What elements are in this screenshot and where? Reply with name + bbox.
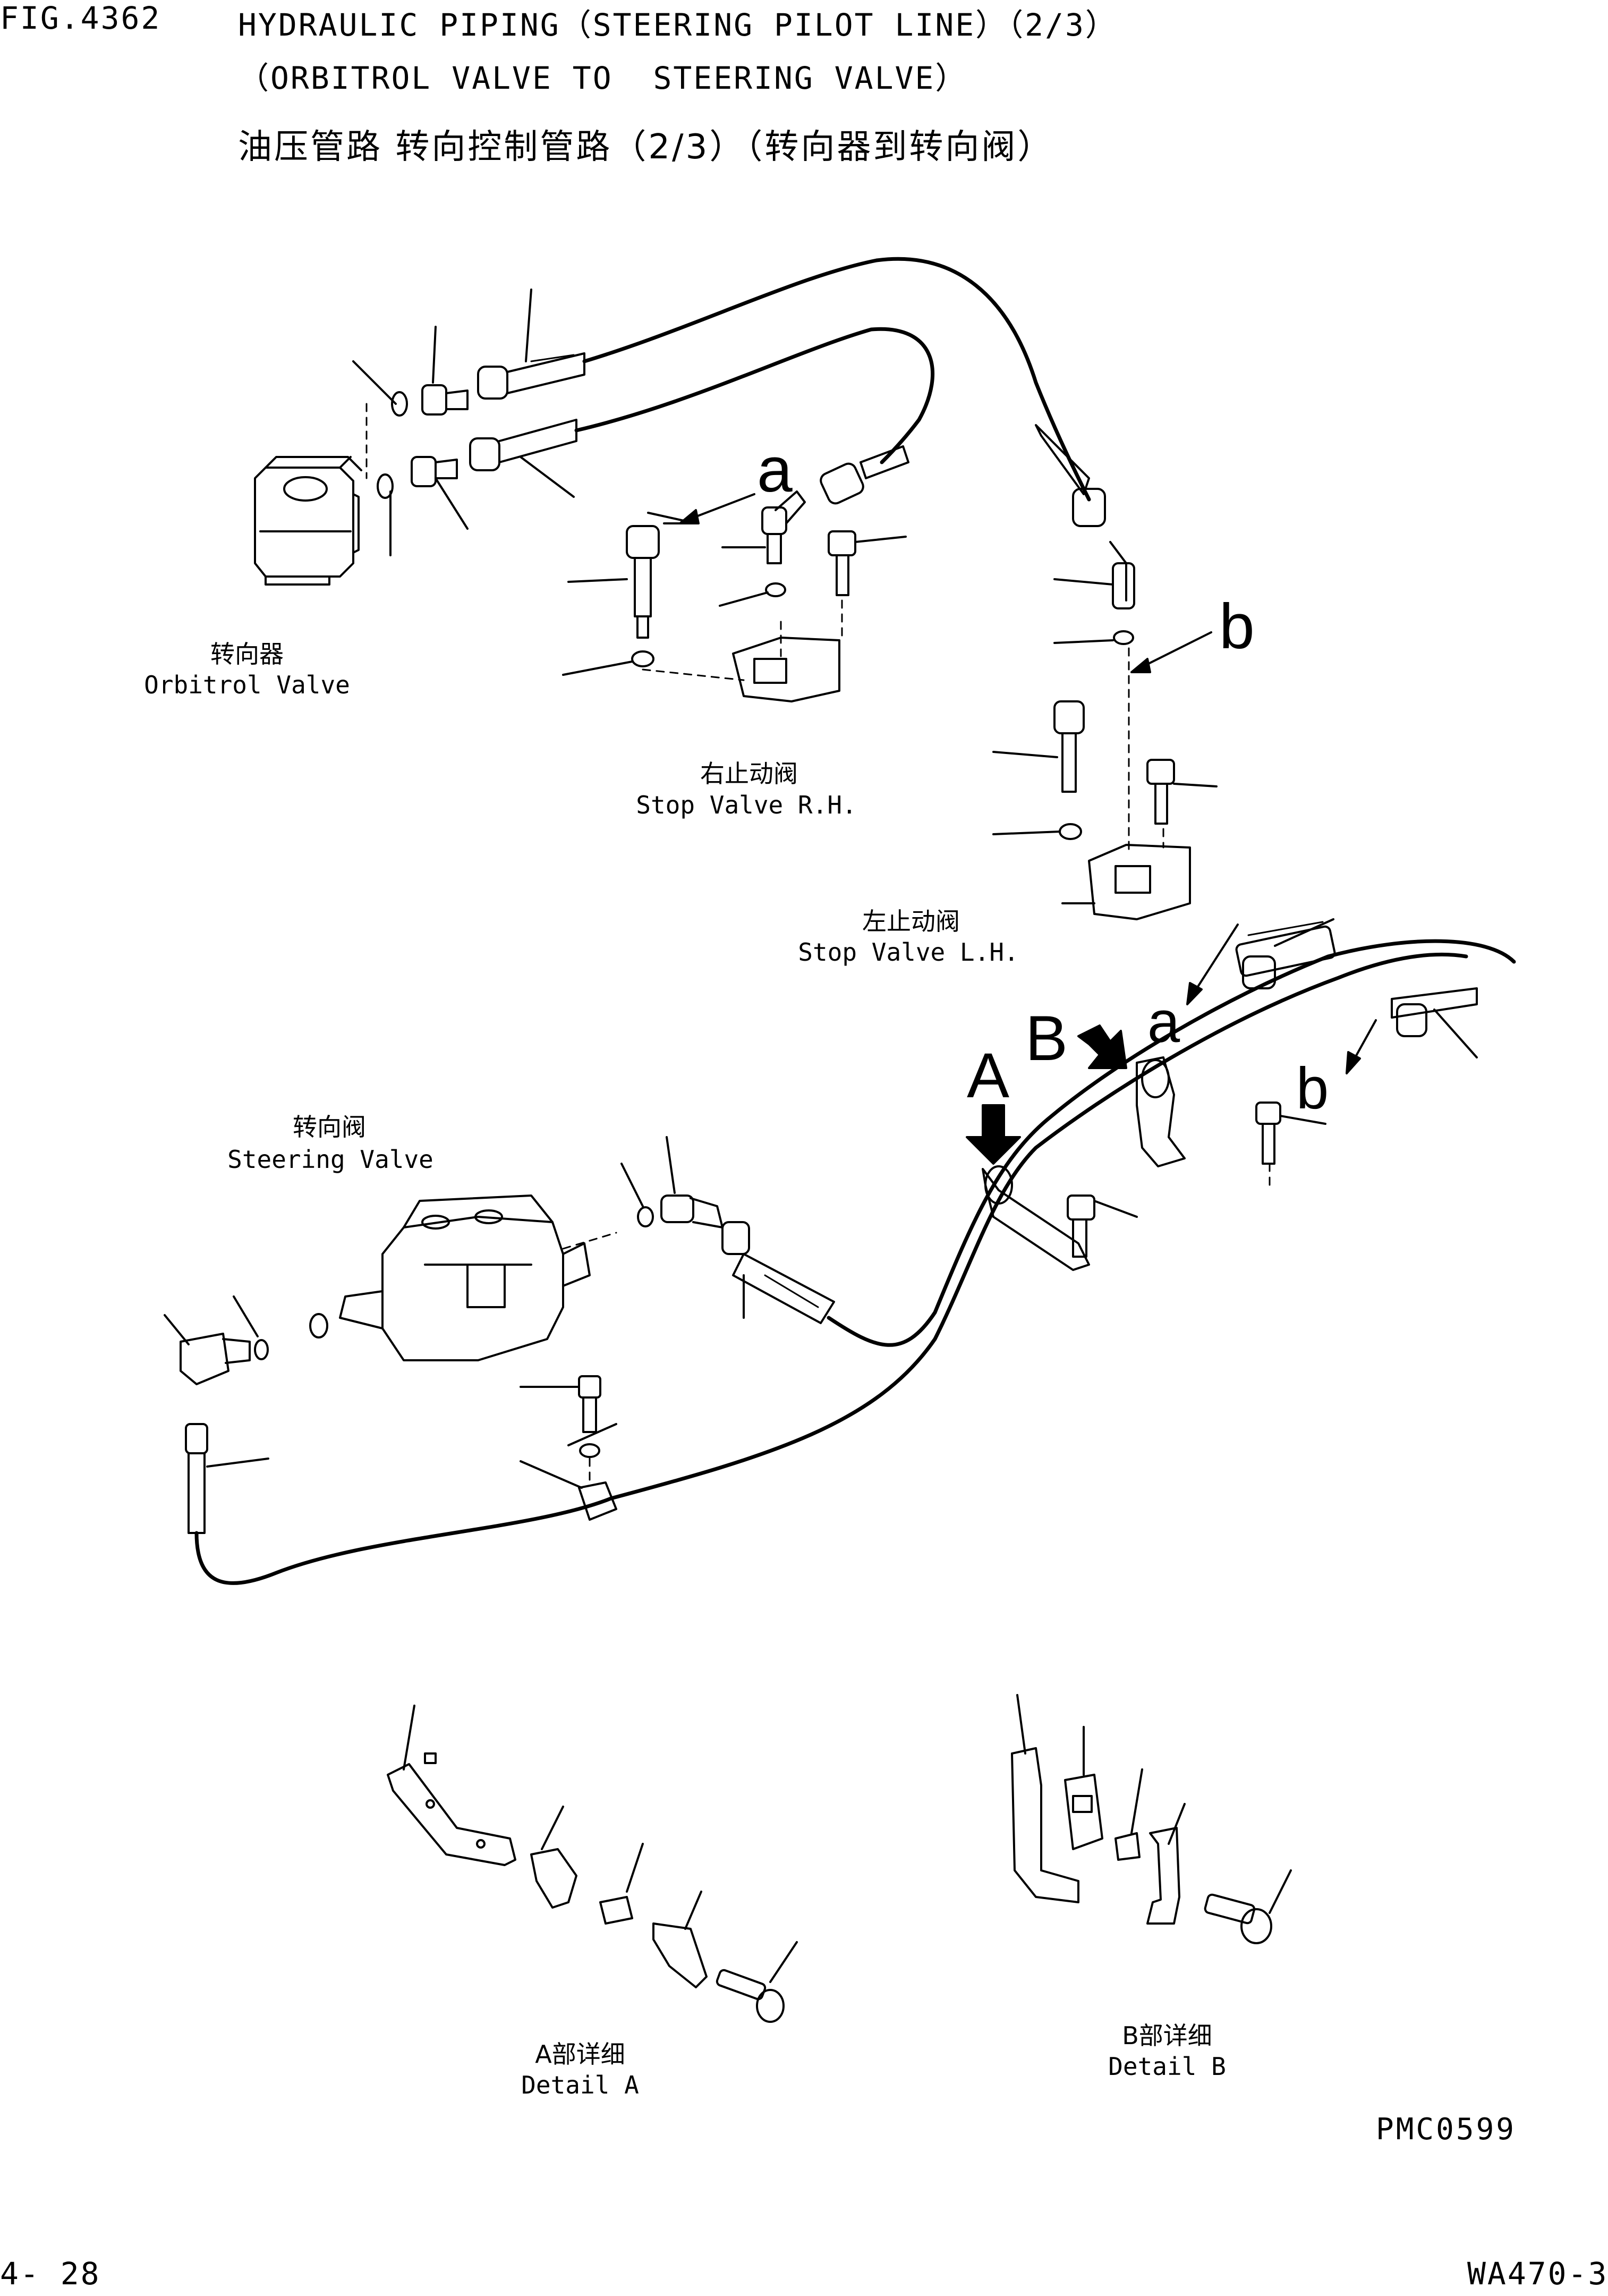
callout-A: A (967, 1040, 1010, 1111)
detail-a-drawing (387, 1705, 798, 2023)
page-number: 4- 28 (0, 2256, 101, 2292)
stop-valve-rh-label: Stop Valve R.H. (636, 791, 857, 819)
steering-valve-fittings (164, 1136, 835, 1534)
figure-title-chinese: 油压管路 转向控制管路（2/3）（转向器到转向阀） (238, 128, 1054, 167)
callout-b-top: b (1219, 591, 1255, 662)
detail-a-label-cn: A部详细 (535, 2040, 625, 2069)
stop-valve-lh-drawing (992, 541, 1218, 920)
figure-title-line1: HYDRAULIC PIPING（STEERING PILOT LINE）（2/… (238, 7, 1118, 43)
detail-b-drawing (1011, 1694, 1292, 1944)
callout-a-top: a (757, 434, 793, 505)
callout-b-mid: b (1296, 1056, 1329, 1121)
stop-valve-lh-label-cn: 左止动阀 (862, 907, 960, 936)
detail-b-label: Detail B (1108, 2052, 1226, 2081)
detail-a-label: Detail A (521, 2071, 639, 2099)
steering-valve-drawing (309, 1194, 617, 1361)
orbitrol-fittings (352, 289, 585, 556)
lower-clamp-drawing (520, 1375, 617, 1521)
stop-valve-rh-label-cn: 右止动阀 (700, 759, 798, 788)
clamp-b-drawing (1136, 1056, 1326, 1191)
detail-b-label-cn: B部详细 (1122, 2021, 1212, 2050)
callout-a-mid: a (1147, 989, 1180, 1055)
steering-valve-label-cn: 转向阀 (293, 1113, 366, 1141)
lower-pipes (194, 918, 1516, 1585)
callout-arrows (679, 493, 1377, 1165)
stop-valve-rh-drawing (562, 490, 907, 702)
model-code: WA470-3 (1467, 2256, 1608, 2292)
upper-pipes (574, 257, 1106, 527)
steering-valve-label: Steering Valve (227, 1145, 433, 1174)
orbitrol-valve-label: Orbitrol Valve (144, 671, 350, 699)
callout-B: B (1025, 1003, 1068, 1074)
drawing-code: PMC0599 (1376, 2112, 1517, 2147)
figure-title-line2: （ORBITROL VALVE TO STEERING VALVE） (238, 60, 968, 96)
stop-valve-lh-label: Stop Valve L.H. (798, 938, 1019, 967)
clamp-a-drawing (982, 1165, 1138, 1271)
orbitrol-valve-label-cn: 转向器 (210, 640, 284, 668)
orbitrol-valve-drawing (254, 456, 362, 586)
figure-number: FIG.4362 (0, 0, 161, 36)
